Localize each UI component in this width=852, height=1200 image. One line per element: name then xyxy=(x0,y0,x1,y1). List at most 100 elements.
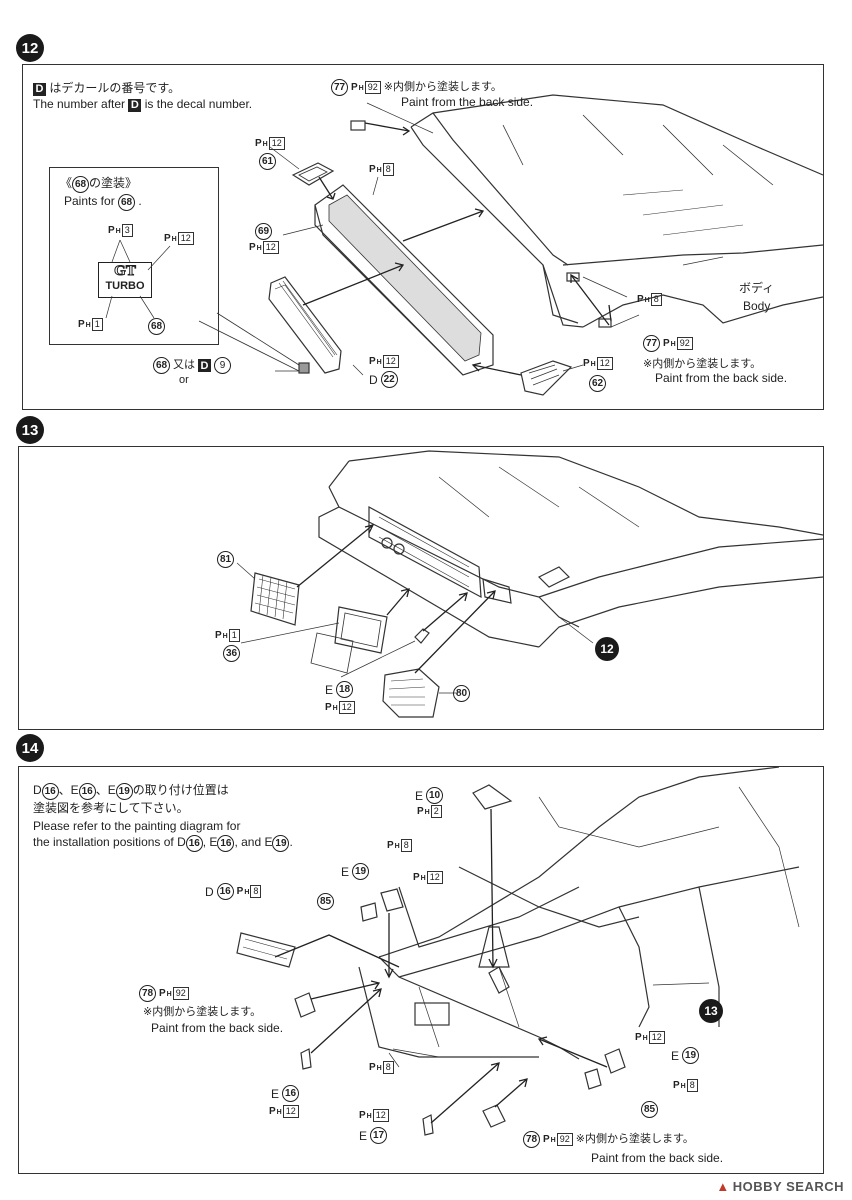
part-62: 62 xyxy=(589,375,606,392)
en-part-16b: 16 xyxy=(217,835,235,852)
callout-e16: E 16 xyxy=(271,1085,300,1102)
callout-69: 69 xyxy=(255,223,272,240)
ref-step-12: 12 xyxy=(595,637,619,661)
badge-gt: GT xyxy=(114,263,137,280)
badge-turbo: TURBO xyxy=(105,280,145,292)
callout-e10: E 10 xyxy=(415,787,444,804)
step-13-badge: 13 xyxy=(16,416,44,444)
or-jp: 又は xyxy=(173,359,195,371)
part-85-b: 85 xyxy=(641,1101,658,1118)
decal-letter-badge: D xyxy=(33,83,46,96)
part-17: 17 xyxy=(370,1127,388,1144)
hobby-search-watermark: ▲HOBBY SEARCH xyxy=(716,1179,844,1194)
callout-e18: E 18 xyxy=(325,681,354,698)
body-label-en: Body xyxy=(743,299,771,313)
en-part-16a: 16 xyxy=(185,835,203,852)
decal-note-jp: D はデカールの番号です。 xyxy=(33,81,180,96)
decal-note-en-pre: The number after xyxy=(33,97,126,111)
decal-note-jp-text: はデカールの番号です。 xyxy=(49,81,181,95)
back-side-en-top: Paint from the back side. xyxy=(401,95,534,109)
brand-text: HOBBY SEARCH xyxy=(732,1179,844,1194)
step-12-panel: D はデカールの番号です。 The number after D is the … xyxy=(22,64,824,410)
decal-9: 9 xyxy=(214,357,231,374)
or-en: or xyxy=(179,374,189,386)
inset-68: 68 xyxy=(148,318,165,335)
part-10: 10 xyxy=(426,787,444,804)
step-13-illustration xyxy=(236,450,823,718)
step-14-badge: 14 xyxy=(16,734,44,762)
part-78-b: 78 xyxy=(523,1131,540,1148)
step-12-badge: 12 xyxy=(16,34,44,62)
callout-81: 81 xyxy=(217,551,234,568)
inset-part-68: 68 xyxy=(72,176,90,193)
decal-note-en-post: is the decal number. xyxy=(144,97,253,111)
part-68-main: 68 xyxy=(153,357,170,374)
part-69: 69 xyxy=(255,223,272,240)
callout-e17: E 17 xyxy=(359,1127,388,1144)
callout-e19-a: E 19 xyxy=(341,863,370,880)
part-77: 77 xyxy=(331,79,348,96)
callout-61: 61 xyxy=(259,153,276,170)
callout-62: 62 xyxy=(589,375,606,392)
part-18: 18 xyxy=(336,681,354,698)
step-12-illustration xyxy=(198,94,823,396)
ref-step-13: 13 xyxy=(699,999,723,1023)
inset-leaders xyxy=(105,239,171,319)
back-side-en-bottom: Paint from the back side. xyxy=(655,371,788,385)
step-14-illustration xyxy=(236,767,800,1136)
part-16-d: 16 xyxy=(216,883,234,900)
back-side-jp-14a: ※内側から塗装します。 xyxy=(143,1006,262,1018)
decal-note-en: The number after D is the decal number. xyxy=(33,97,252,112)
gt-turbo-badge: GT TURBO xyxy=(98,262,152,298)
inset-paints-for: Paints for 68 . xyxy=(64,194,142,211)
back-side-jp-bottom: ※内側から塗装します。 xyxy=(643,358,762,370)
inset-part-68-b: 68 xyxy=(118,194,136,211)
note-part-16b: 16 xyxy=(78,783,96,800)
part-78-a: 78 xyxy=(139,985,156,1002)
back-side-en-14a: Paint from the back side. xyxy=(151,1021,284,1035)
step14-note-jp-2: 塗装図を参考にして下さい。 xyxy=(33,801,189,815)
back-side-jp-14b: ※内側から塗装します。 xyxy=(575,1133,694,1145)
callout-e19-b: E 19 xyxy=(671,1047,700,1064)
en-part-19: 19 xyxy=(272,835,290,852)
part-22: 22 xyxy=(380,371,398,388)
part-16-e: 16 xyxy=(282,1085,300,1102)
callout-68-or-d9: 68 又は D 9 xyxy=(153,357,231,374)
part-19-a: 19 xyxy=(352,863,370,880)
callout-36: 36 xyxy=(223,645,240,662)
decal-letter-badge-2: D xyxy=(128,99,142,112)
note-part-19: 19 xyxy=(115,783,133,800)
part-80: 80 xyxy=(453,685,470,702)
callout-85-a: 85 xyxy=(317,893,334,910)
callout-d22: D 22 xyxy=(369,371,398,388)
part-19-b: 19 xyxy=(682,1047,700,1064)
callout-80: 80 xyxy=(453,685,470,702)
back-side-jp-top: ※内側から塗装します。 xyxy=(383,81,502,93)
